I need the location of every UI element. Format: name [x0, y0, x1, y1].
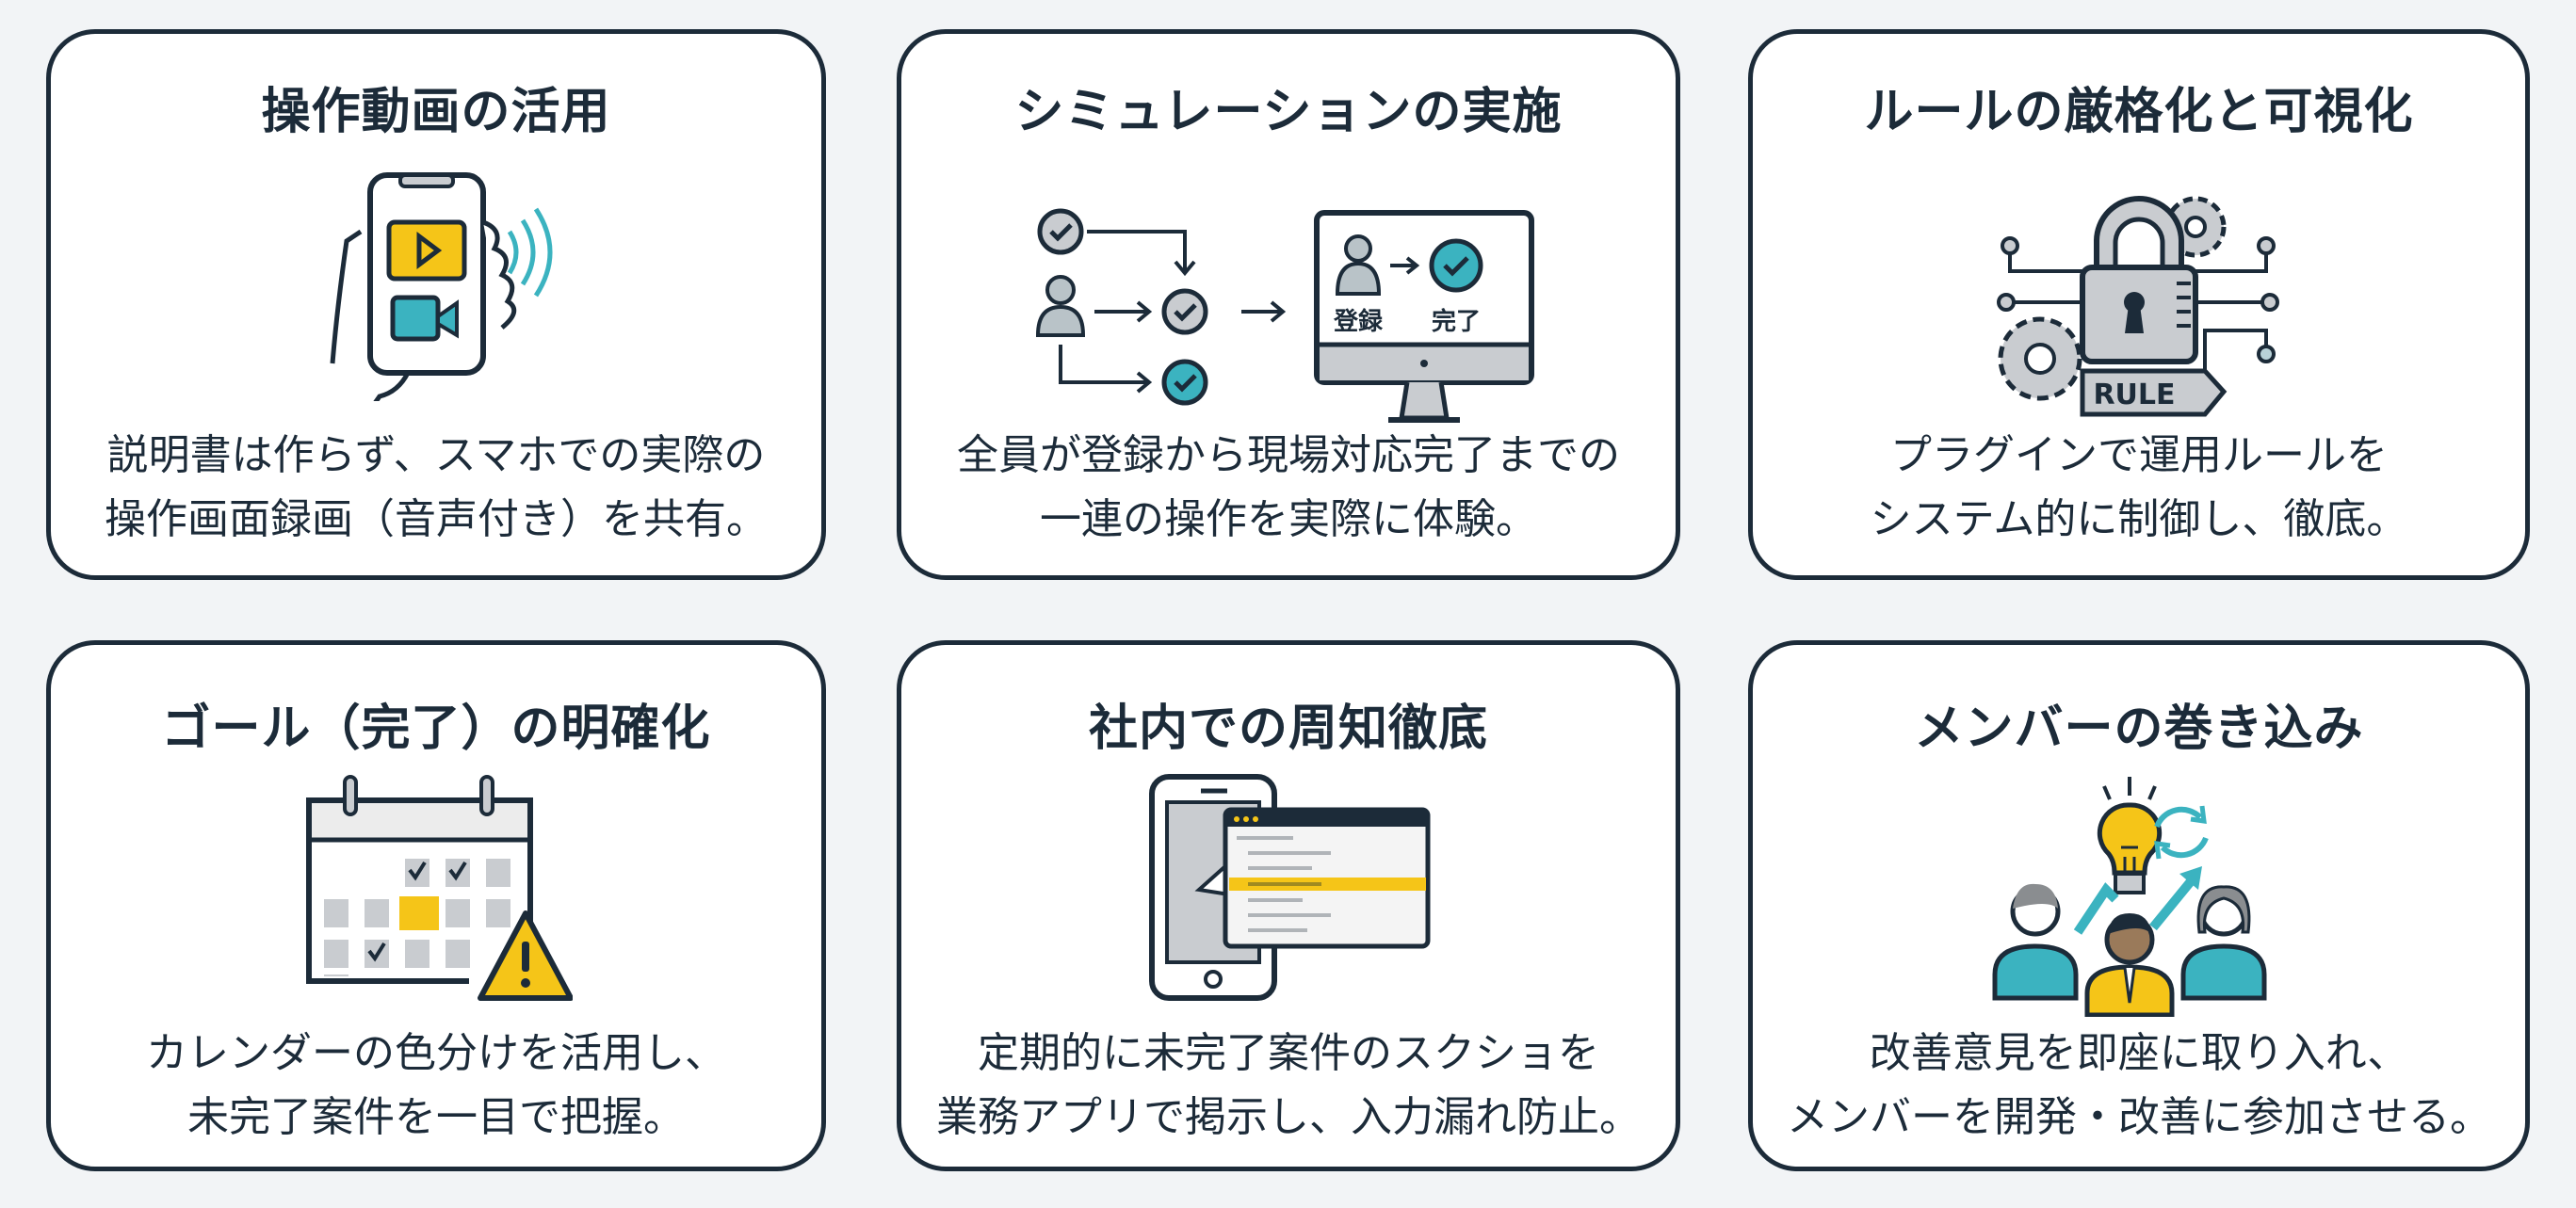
- card-description: カレンダーの色分けを活用し、 未完了案件を一目で把握。: [146, 1029, 726, 1141]
- lock-rule-icon: RULE: [1997, 196, 2279, 417]
- card-internal-notice: 社内での周知徹底 定期的に未完了案件のスクショを 業務アプリで掲示し、入力漏れ防…: [897, 640, 1680, 1171]
- card-title: シミュレーションの実施: [1014, 84, 1563, 140]
- card-description: 説明書は作らず、スマホでの実際の 操作画面録画（音声付き）を共有。: [105, 431, 768, 543]
- card-operation-video: 操作動画の活用 説明書は作らず、スマホでの実際の 操作画面録画（音声付き）を共有…: [46, 29, 826, 580]
- monitor-label-complete: 完了: [1432, 307, 1481, 336]
- card-title: ゴール（完了）の明確化: [161, 701, 711, 757]
- card-title: メンバーの巻き込み: [1914, 701, 2364, 757]
- card-goal-clarification: ゴール（完了）の明確化 カレンダーの色分けを活用し、 未完了案件を一目で把握。: [46, 640, 826, 1171]
- monitor-label-register: 登録: [1333, 307, 1384, 336]
- card-description: 全員が登録から現場対応完了までの 一連の操作を実際に体験。: [957, 431, 1620, 543]
- calendar-warning-icon: [306, 775, 573, 1001]
- phone-screenshot-icon: [1149, 774, 1431, 1001]
- card-title: 操作動画の活用: [261, 84, 611, 140]
- workflow-monitor-icon: 登録 完了: [1035, 208, 1534, 423]
- team-idea-icon: [1992, 777, 2267, 1017]
- card-title: 社内での周知徹底: [1088, 701, 1488, 757]
- card-title: ルールの厳格化と可視化: [1864, 84, 2414, 140]
- rule-tag-label: RULE: [2093, 379, 2175, 411]
- card-description: 定期的に未完了案件のスクショを 業務アプリで掲示し、入力漏れ防止。: [936, 1029, 1641, 1141]
- card-description: 改善意見を即座に取り入れ、 メンバーを開発・改善に参加させる。: [1787, 1029, 2491, 1141]
- card-rule-enforcement: ルールの厳格化と可視化 RULE プラグインで運用ルールを システム的に制御し、…: [1748, 29, 2530, 580]
- card-description: プラグインで運用ルールを システム的に制御し、徹底。: [1870, 431, 2408, 543]
- phone-video-icon: [330, 172, 553, 401]
- card-simulation: シミュレーションの実施 登録 完了 全員が登録から現場対応完了までの 一連の操作…: [897, 29, 1680, 580]
- card-member-involvement: メンバーの巻き込み 改善意見を即座に取り入れ、 メンバーを開発・改善に参加させる…: [1748, 640, 2530, 1171]
